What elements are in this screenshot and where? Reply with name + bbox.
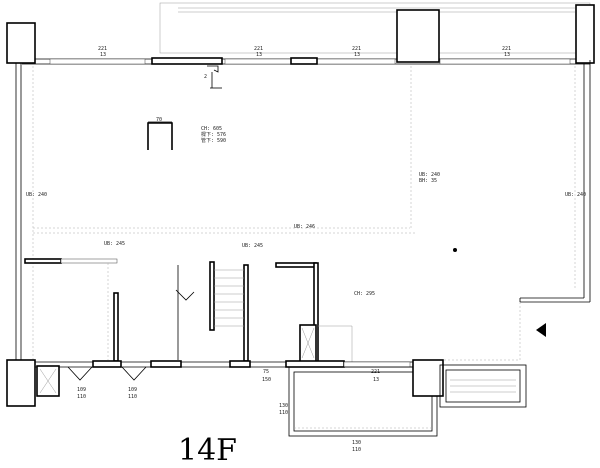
- opening-dim-h: 13: [373, 377, 379, 383]
- bottom-wall-segment: [150, 360, 182, 368]
- floor-drain-dot: [453, 248, 457, 252]
- window-1: [49, 58, 146, 65]
- opening-dim-h: 150: [262, 377, 271, 383]
- stair-arrow: [175, 289, 195, 301]
- window-dim-h: 13: [256, 52, 262, 58]
- column-bottom-left: [6, 359, 36, 407]
- shaft-cross: [301, 327, 315, 359]
- stair-wall: [209, 261, 215, 331]
- partition-horizontal: [24, 258, 62, 264]
- beam-label-left-room: UB: 245: [104, 241, 125, 247]
- column-top-left: [6, 22, 36, 64]
- opening-dim-w: 75: [263, 369, 269, 375]
- stair-wall: [243, 264, 249, 362]
- stair-treads: [214, 269, 244, 327]
- bottom-wall-segment: [92, 360, 122, 368]
- fixture-dim: 70: [156, 117, 162, 123]
- window-dim-w: 221: [98, 46, 107, 52]
- beam-under-height: 樑下: 576: [201, 131, 226, 138]
- drain-dim: 2: [204, 74, 207, 80]
- beam-label-right: UB: 240: [565, 192, 586, 198]
- beam-label-center: UB: 246: [294, 224, 315, 230]
- window-dim-w: 221: [254, 46, 263, 52]
- balcony-inner: [293, 371, 433, 432]
- bottom-wall-segment: [229, 360, 251, 368]
- partition-opening: [60, 258, 118, 264]
- ac-platform-outer: [439, 364, 527, 408]
- opening-dim-h: 110: [279, 410, 288, 416]
- opening-dim-w: 130: [352, 440, 361, 446]
- column-top-mid: [396, 9, 440, 63]
- opening-dim-w: 109: [77, 387, 86, 393]
- direction-marker: [536, 323, 546, 337]
- beam-label-left: UB: 240: [26, 192, 47, 198]
- window-dim-w: 221: [352, 46, 361, 52]
- ceiling-height: CH: 605: [201, 126, 222, 132]
- beam-depth-middle: BH: 35: [419, 178, 437, 184]
- window-dim-h: 13: [504, 52, 510, 58]
- bottom-window: [343, 361, 411, 368]
- window-dim-h: 13: [354, 52, 360, 58]
- beam-label-stair: UB: 245: [242, 243, 263, 249]
- door-swing: [67, 366, 93, 381]
- ceiling-height-lower: CH: 295: [354, 291, 375, 297]
- partition-vertical: [113, 292, 119, 362]
- door-swing: [121, 366, 147, 381]
- column-bottom-right: [412, 359, 444, 397]
- balcony-outer: [288, 366, 438, 437]
- center-wall-top: [275, 262, 317, 268]
- window-dim-w: 221: [502, 46, 511, 52]
- ac-platform-inner: [445, 369, 521, 403]
- bottom-wall-segment: [285, 360, 345, 368]
- shaft-cross: [39, 368, 57, 394]
- opening-dim-h: 110: [352, 447, 361, 453]
- pipe-under-height: 管下: 590: [201, 137, 226, 144]
- drain-symbol: [207, 65, 219, 73]
- beam-label-middle: UB: 240: [419, 172, 440, 178]
- floor-label: 14F: [178, 433, 237, 468]
- opening-dim-w: 109: [128, 387, 137, 393]
- top-wall-segment: [151, 57, 223, 65]
- column-top-right: [575, 4, 595, 64]
- top-wall-segment: [290, 57, 318, 65]
- window-dim-h: 13: [100, 52, 106, 58]
- opening-dim-w: 130: [279, 403, 288, 409]
- outer-frame: [159, 2, 591, 54]
- fixture-outline: [147, 122, 173, 150]
- opening-dim-h: 110: [77, 394, 86, 400]
- opening-dim-h: 110: [128, 394, 137, 400]
- window-3: [439, 58, 571, 65]
